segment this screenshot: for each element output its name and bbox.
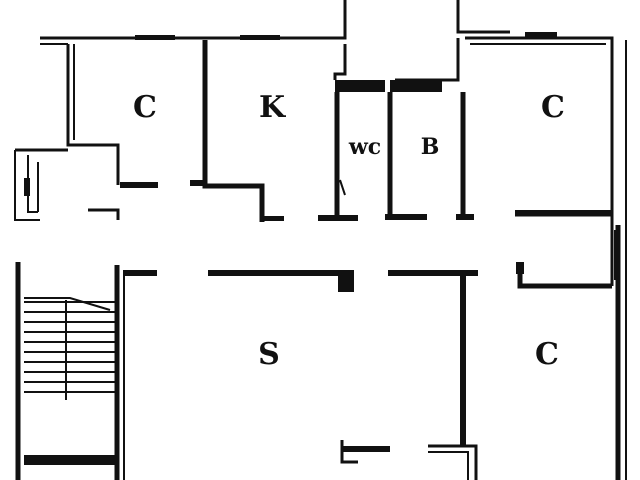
room-label-s: S — [258, 337, 280, 372]
corridor-walls — [125, 40, 627, 480]
staircase — [15, 262, 125, 480]
room-kitchen: K — [259, 90, 286, 221]
room-label-c-top-left: C — [133, 90, 157, 125]
room-label-c-top-right: C — [541, 90, 565, 125]
left-alcove — [14, 148, 120, 221]
room-label-b: B — [421, 134, 440, 160]
room-label-k: K — [259, 90, 286, 125]
room-s: S — [258, 276, 478, 480]
room-label-c-bottom-right: C — [535, 337, 559, 372]
room-label-wc: wc — [348, 134, 381, 160]
room-c-bottom-right: C — [535, 337, 559, 372]
room-wc: wc — [318, 80, 385, 221]
room-c-top-left: C — [120, 40, 265, 222]
room-bath: B — [385, 80, 474, 220]
exterior-walls-top — [40, 0, 614, 215]
room-c-top-right: C — [515, 90, 612, 217]
